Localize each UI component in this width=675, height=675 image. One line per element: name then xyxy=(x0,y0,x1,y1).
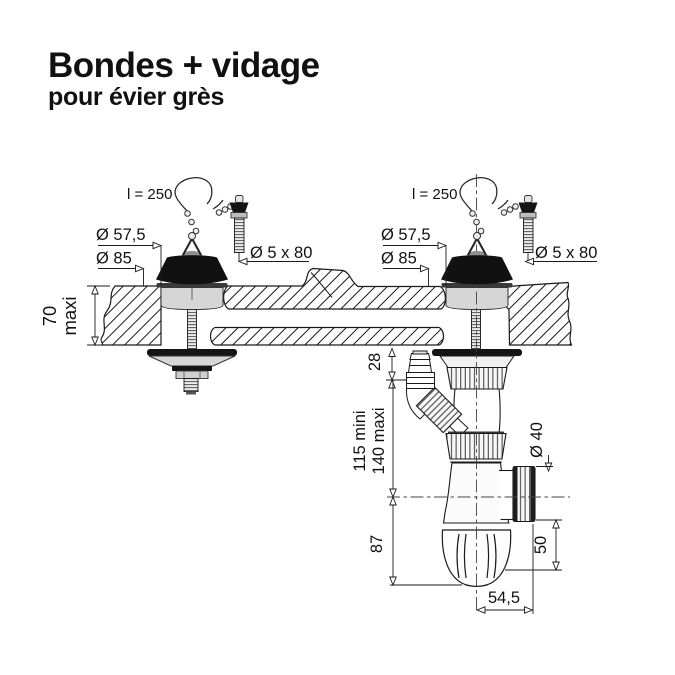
left-drain-stub xyxy=(183,378,199,392)
right-flange-diameter-label: Ø 85 xyxy=(381,250,417,268)
dim-140-maxi-label: 140 maxi xyxy=(370,408,388,475)
left-screw-head xyxy=(229,202,249,213)
right-plug-diameter-label: Ø 57,5 xyxy=(381,226,431,244)
right-drain-assembly xyxy=(405,283,536,587)
title-line1: Bondes + vidage xyxy=(48,46,320,85)
inlet-hose-barb xyxy=(407,365,433,373)
right-screw-size-label: Ø 5 x 80 xyxy=(535,244,597,262)
left-drain-ring xyxy=(172,366,212,371)
dimension-50 xyxy=(505,518,562,572)
dim-50-label: 50 xyxy=(532,536,550,554)
center-lines xyxy=(387,174,570,612)
sink-cross-section xyxy=(100,267,573,346)
left-screw-washer xyxy=(230,212,248,219)
sink-left-block xyxy=(100,285,162,346)
left-screw-size-label: Ø 5 x 80 xyxy=(250,244,312,262)
dimension-70-maxi xyxy=(87,284,110,347)
left-chain xyxy=(174,177,224,212)
sink-right-block xyxy=(503,281,573,346)
left-drain-assembly xyxy=(147,283,237,395)
right-bonde: l = 250 Ø 57,5 Ø 85 Ø 5 x 80 xyxy=(381,177,597,286)
outlet-nut-left-ring xyxy=(513,466,518,522)
left-bonde: l = 250 Ø 57,5 Ø 85 Ø 5 x 80 xyxy=(96,177,312,286)
page-title: Bondes + vidage pour évier grès xyxy=(48,46,320,112)
right-drain-flare xyxy=(439,355,515,368)
left-leader-lines xyxy=(98,241,309,286)
right-chain xyxy=(459,177,509,212)
right-screw-shaft xyxy=(523,217,534,253)
upper-union-nut xyxy=(446,366,508,390)
inlet-hose-barb xyxy=(408,359,432,366)
left-drain-stub-cap xyxy=(186,391,196,395)
dim-115-mini-label: 115 mini xyxy=(351,410,369,471)
right-drain-gasket xyxy=(432,349,522,356)
right-chain-beads xyxy=(469,203,519,235)
inlet-coupling xyxy=(406,372,435,389)
right-drain-flange xyxy=(445,287,509,311)
siphon-trap xyxy=(441,431,536,587)
dimension-54-5 xyxy=(475,524,534,614)
sink-hump-fold-line xyxy=(310,272,333,298)
sink-bottom-band xyxy=(209,326,445,346)
trap-neck xyxy=(442,462,510,524)
right-plug-body xyxy=(441,255,513,285)
inlet-angled-nut xyxy=(415,386,463,434)
left-drain-bell xyxy=(148,355,236,367)
trap-top-nut xyxy=(445,432,507,460)
left-drain-gasket xyxy=(147,349,237,356)
dim-maxi-label: maxi xyxy=(59,296,80,335)
inlet-barb-cap xyxy=(412,350,428,355)
title-line2: pour évier grès xyxy=(48,83,225,112)
right-drain-grid-cap xyxy=(441,283,513,288)
left-plug-diameter-label: Ø 57,5 xyxy=(96,226,146,244)
right-screw-head xyxy=(518,202,538,213)
dim-70-label: 70 xyxy=(39,306,60,327)
right-leader-lines xyxy=(383,241,597,286)
left-plug-body xyxy=(156,255,228,285)
left-screw xyxy=(229,195,249,253)
dim-87-label: 87 xyxy=(368,535,386,553)
dim-diameter-40-label: Ø 40 xyxy=(528,422,546,458)
dimension-diameter-40 xyxy=(536,455,553,473)
right-chain-length-label: l = 250 xyxy=(412,186,457,203)
dim-54-5-label: 54,5 xyxy=(488,589,520,607)
outlet-nut-right-ring xyxy=(530,466,535,522)
dimension-115-140-87 xyxy=(389,380,462,587)
left-chain-length-label: l = 250 xyxy=(127,186,172,203)
trap-grip-slots xyxy=(456,533,497,579)
right-screw-washer xyxy=(519,212,537,219)
left-drain-nut xyxy=(175,370,209,379)
left-screw-shaft xyxy=(234,217,245,253)
right-bail-bead xyxy=(473,232,481,240)
sink-top-band xyxy=(223,267,446,310)
trap-nut-shadow-ring xyxy=(448,431,504,434)
dim-28-label: 28 xyxy=(366,353,384,371)
trap-outlet-pipe xyxy=(499,470,513,520)
left-chain-beads xyxy=(184,203,234,235)
dimension-28 xyxy=(386,347,406,389)
right-screw-cap xyxy=(524,195,533,203)
left-screw-cap xyxy=(235,195,244,203)
washing-machine-inlet xyxy=(405,350,469,437)
left-flange-diameter-label: Ø 85 xyxy=(96,250,132,268)
left-bail-bead xyxy=(188,232,196,240)
